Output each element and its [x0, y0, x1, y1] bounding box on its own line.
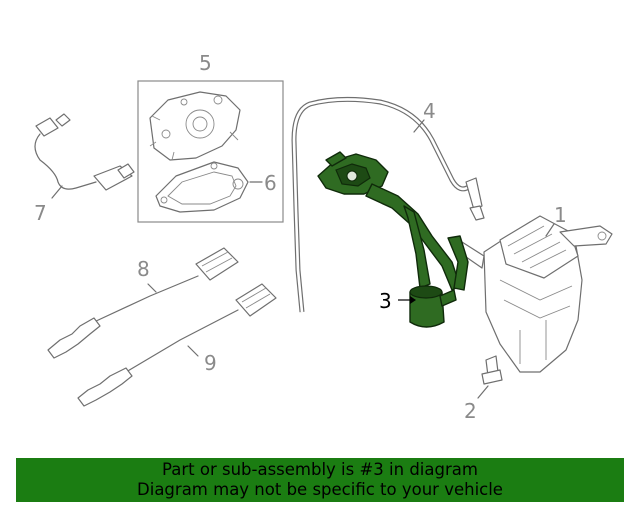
part-2-bolt: [477, 355, 503, 399]
info-banner: Part or sub-assembly is #3 in diagram Di…: [16, 458, 624, 502]
leader-3-arrow: [410, 296, 416, 304]
part-3-fuel-pump-assembly: [317, 151, 469, 328]
part-5-6-box: [137, 80, 284, 223]
callout-3: 3: [379, 289, 392, 313]
part-5-control-unit: [149, 91, 241, 161]
callout-7: 7: [34, 201, 47, 225]
callout-1: 1: [554, 203, 567, 227]
parts-diagram: 1 2 3 4 5 6 7 8 9: [34, 51, 613, 423]
callout-5: 5: [199, 51, 212, 75]
callout-8: 8: [137, 257, 150, 281]
part-1-canister: [455, 215, 613, 373]
banner-line-2: Diagram may not be specific to your vehi…: [137, 480, 503, 499]
callout-2: 2: [464, 399, 477, 423]
banner-line-1: Part or sub-assembly is #3 in diagram: [162, 460, 478, 479]
part-9-sensor-harness: [77, 283, 277, 407]
callout-9: 9: [204, 351, 217, 375]
part-8-sensor-harness: [47, 247, 239, 359]
callout-6: 6: [264, 171, 277, 195]
part-6-gasket: [155, 161, 249, 213]
callout-4: 4: [423, 99, 436, 123]
part-7-sensor: [34, 113, 135, 199]
part-4-hose: [291, 96, 485, 313]
